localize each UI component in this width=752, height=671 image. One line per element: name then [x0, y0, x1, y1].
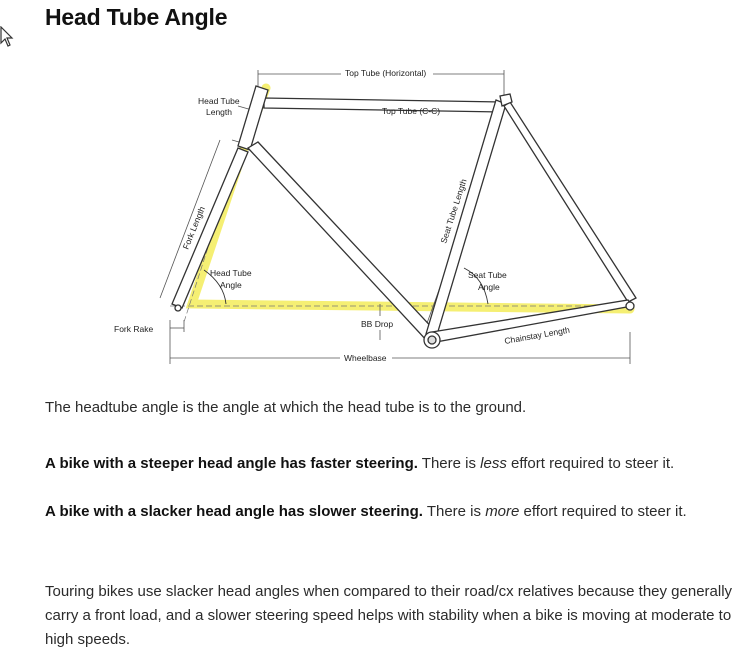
steeper-angle-text-b: effort required to steer it.: [506, 455, 675, 472]
mouse-cursor-icon: [0, 26, 14, 47]
page-title: Head Tube Angle: [45, 4, 228, 30]
label-bb-drop: BB Drop: [361, 319, 393, 329]
label-head-tube-angle-line1: Head Tube: [210, 268, 252, 278]
label-top-tube-cc: Top Tube (C-C): [382, 106, 440, 116]
angle-arcs: [203, 267, 489, 305]
label-head-tube-length-line2: Length: [206, 107, 232, 117]
bike-geometry-diagram: Top Tube (Horizontal) Top Tube (C-C) Hea…: [114, 68, 637, 364]
paragraph-touring-bikes: Touring bikes use slacker head angles wh…: [45, 583, 733, 648]
label-top-tube-horizontal: Top Tube (Horizontal): [345, 68, 426, 78]
label-seat-tube-angle-line1: Seat Tube: [468, 270, 507, 280]
slacker-angle-emphasis: more: [485, 503, 520, 520]
slacker-angle-text-b: effort required to steer it.: [519, 503, 687, 520]
steeper-angle-text-a: There is: [417, 455, 481, 472]
label-wheelbase: Wheelbase: [344, 353, 387, 363]
steeper-angle-emphasis: less: [480, 455, 507, 472]
paragraph-steeper-angle: A bike with a steeper head angle has fas…: [45, 452, 735, 476]
label-head-tube-length-line1: Head Tube: [198, 96, 240, 106]
paragraph-slacker-angle: A bike with a slacker head angle has slo…: [45, 500, 735, 524]
paragraph-head-tube-definition: The headtube angle is the angle at which…: [45, 399, 527, 416]
label-head-tube-angle-line2: Angle: [220, 280, 242, 290]
slacker-angle-text-a: There is: [422, 503, 486, 520]
label-seat-tube-angle-line2: Angle: [478, 282, 500, 292]
steeper-angle-heading: A bike with a steeper head angle has fas…: [45, 455, 418, 472]
label-fork-rake: Fork Rake: [114, 324, 153, 334]
slacker-angle-heading: A bike with a slacker head angle has slo…: [45, 503, 423, 520]
bike-frame: [171, 85, 637, 349]
